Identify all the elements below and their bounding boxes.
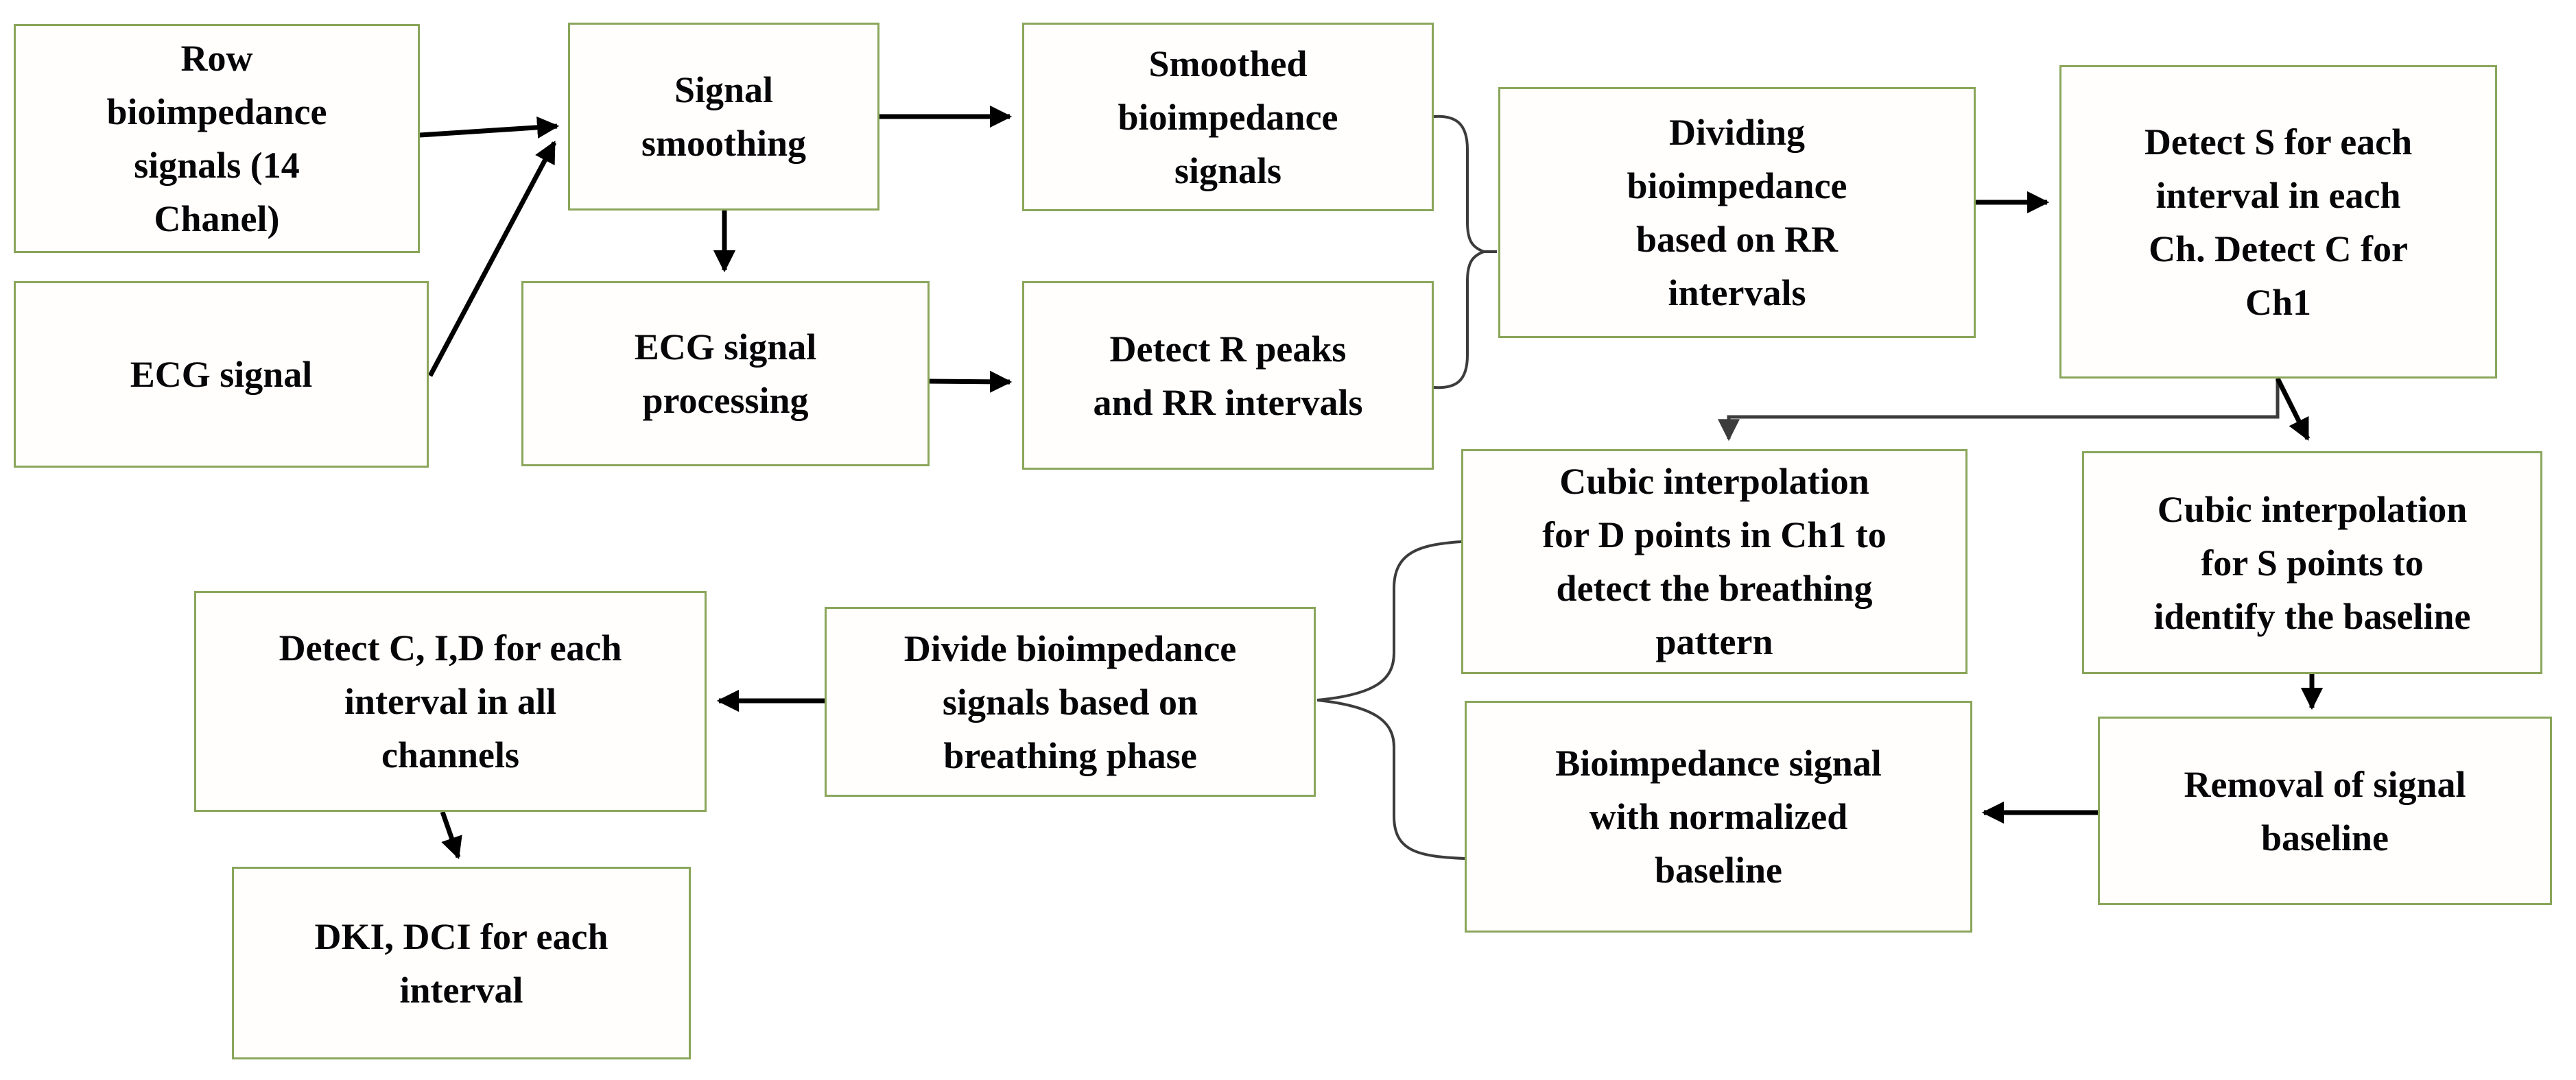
node-label: Detect C, I,D for each interval in all c… [279, 627, 622, 776]
node-label: DKI, DCI for each interval [314, 915, 608, 1011]
node-divide-breathing: Divide bioimpedance signals based on bre… [825, 607, 1316, 797]
node-label: Signal smoothing [641, 69, 807, 164]
node-detect-s: Detect S for each interval in each Ch. D… [2059, 65, 2497, 379]
node-label: Row bioimpedance signals (14 Chanel) [106, 38, 327, 239]
node-label: Detect S for each interval in each Ch. D… [2144, 121, 2413, 323]
node-label: Removal of signal baseline [2184, 763, 2466, 859]
node-dki-dci: DKI, DCI for each interval [232, 867, 691, 1059]
node-label: ECG signal processing [634, 326, 817, 421]
node-detect-r-peaks: Detect R peaks and RR intervals [1022, 281, 1434, 470]
node-label: Smoothed bioimpedance signals [1118, 43, 1338, 191]
node-raw-bioimpedance-signals: Row bioimpedance signals (14 Chanel) [14, 24, 420, 253]
node-label: ECG signal [130, 354, 313, 395]
node-label: Bioimpedance signal with normalized base… [1555, 743, 1882, 891]
arrow-detects-to-cubics [2275, 377, 2311, 441]
node-label: Detect R peaks and RR intervals [1093, 328, 1363, 423]
node-removal-baseline: Removal of signal baseline [2098, 717, 2552, 905]
arrow-raw-to-smoothing [419, 116, 560, 139]
node-label: Divide bioimpedance signals based on bre… [903, 627, 1237, 776]
node-dividing-bioimpedance: Dividing bioimpedance based on RR interv… [1498, 87, 1976, 338]
node-signal-smoothing: Signal smoothing [568, 23, 879, 211]
arrow-detectcid-to-dkidci [440, 811, 462, 860]
node-ecg-signal: ECG signal [14, 281, 429, 468]
node-label: Cubic interpolation for D points in Ch1 … [1542, 461, 1887, 662]
brace-merge-left [1316, 540, 1465, 860]
arrow-ecgproc-to-rpeaks [929, 370, 1013, 393]
node-ecg-signal-processing: ECG signal processing [521, 281, 930, 466]
node-cubic-interpolation-s: Cubic interpolation for S points to iden… [2082, 451, 2542, 674]
elbow-detects-to-cubicd [1717, 379, 2280, 442]
node-cubic-interpolation-d: Cubic interpolation for D points in Ch1 … [1461, 449, 1968, 674]
node-detect-cid: Detect C, I,D for each interval in all c… [194, 591, 707, 812]
brace-merge-right [1433, 115, 1488, 389]
node-bioimpedance-normalized: Bioimpedance signal with normalized base… [1465, 701, 1972, 933]
node-label: Dividing bioimpedance based on RR interv… [1627, 112, 1847, 313]
node-smoothed-bioimpedance: Smoothed bioimpedance signals [1022, 23, 1434, 211]
node-label: Cubic interpolation for S points to iden… [2153, 488, 2471, 637]
